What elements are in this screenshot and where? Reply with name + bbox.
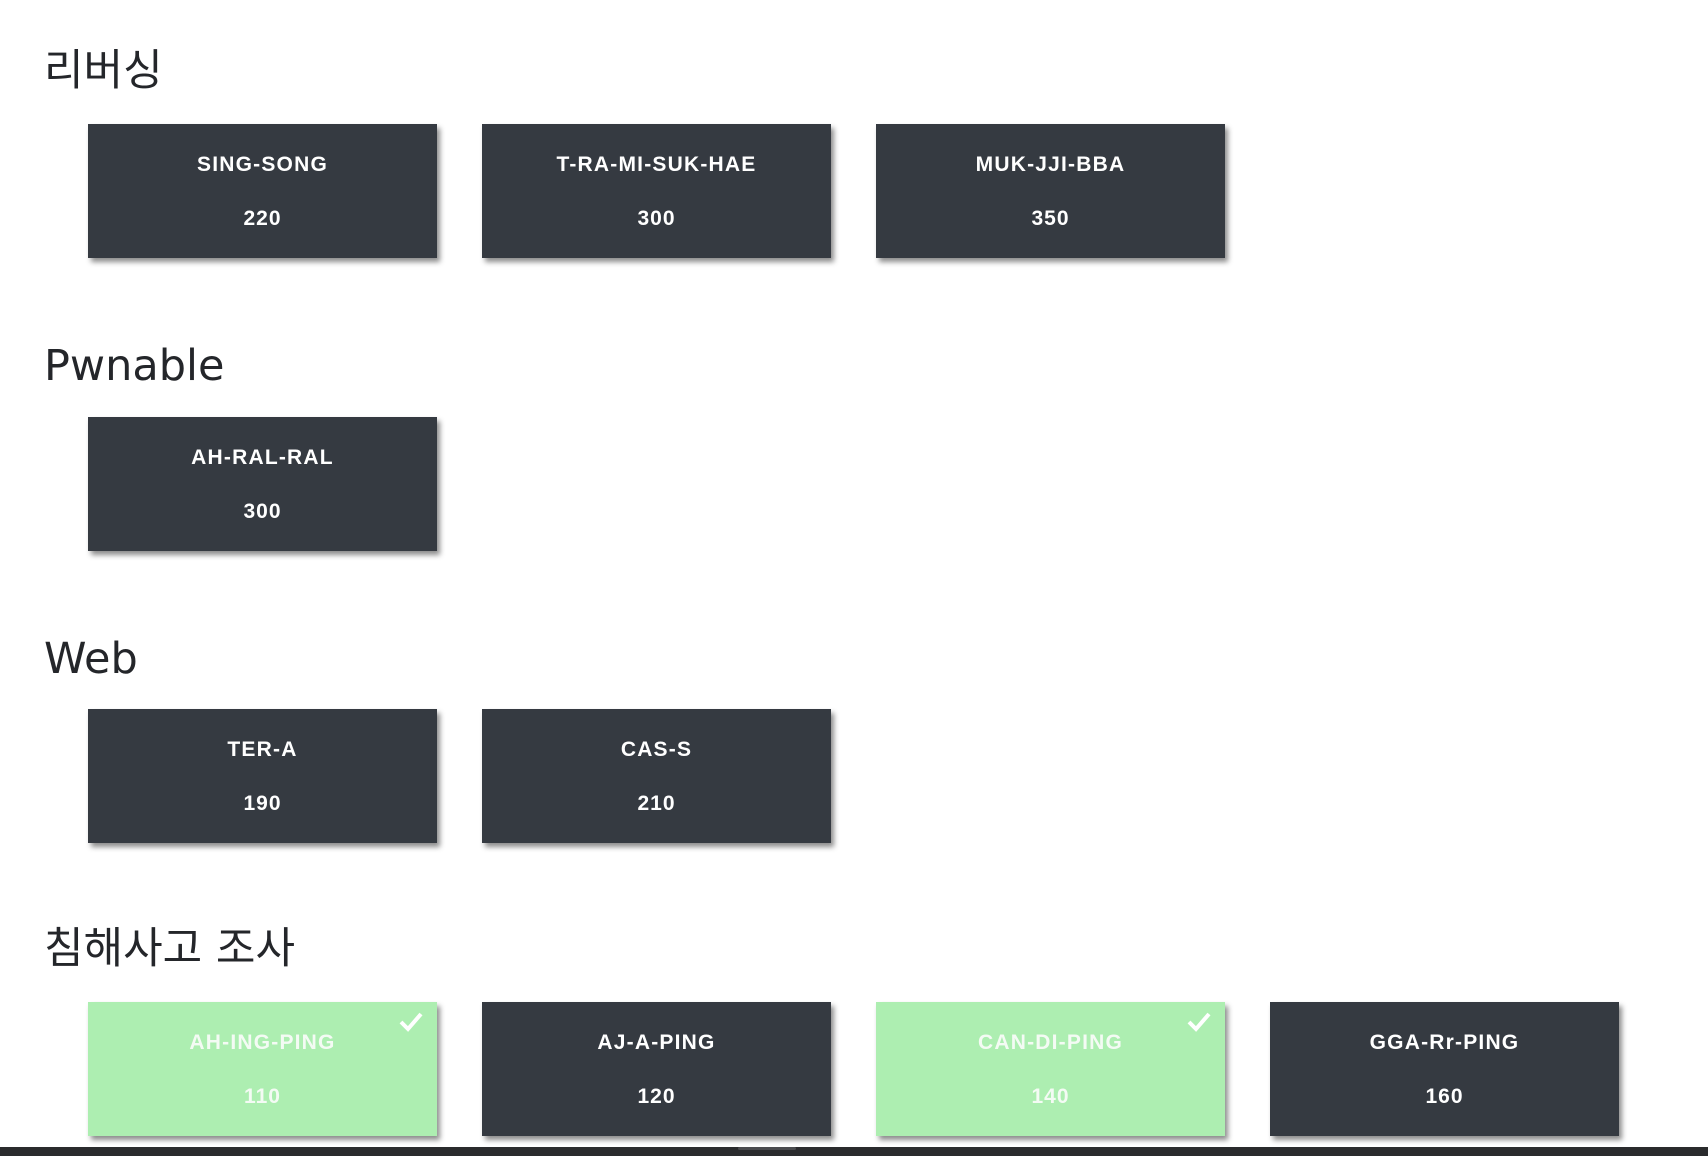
category-title: 리버싱 (44, 46, 163, 96)
challenge-card-t-ra-mi-suk-hae[interactable]: T-RA-MI-SUK-HAE 300 (482, 124, 831, 258)
bottom-bar (0, 1147, 1708, 1156)
challenge-name: CAN-DI-PING (977, 1031, 1124, 1054)
challenge-card-ah-ral-ral[interactable]: AH-RAL-RAL 300 (88, 417, 437, 551)
category-title: 침해사고 조사 (44, 924, 296, 974)
category-title: Web (44, 634, 138, 684)
challenge-value: 110 (244, 1085, 281, 1108)
challenge-value: 220 (243, 207, 282, 230)
challenge-name: CAS-S (620, 738, 693, 761)
check-icon (399, 1012, 423, 1032)
category-title: Pwnable (44, 341, 225, 391)
challenge-name: SING-SONG (197, 153, 328, 176)
challenge-name: T-RA-MI-SUK-HAE (556, 153, 757, 176)
bottom-bar-handle (738, 1147, 796, 1150)
challenge-value: 120 (637, 1085, 676, 1108)
challenge-name: AJ-A-PING (597, 1031, 716, 1054)
challenge-name: AH-ING-PING (189, 1031, 336, 1054)
challenge-value: 300 (637, 207, 676, 230)
challenge-value: 300 (243, 500, 282, 523)
challenge-value: 140 (1031, 1085, 1070, 1108)
challenge-card-ter-a[interactable]: TER-A 190 (88, 709, 437, 843)
challenge-card-can-di-ping[interactable]: CAN-DI-PING 140 (876, 1002, 1225, 1136)
challenge-card-aj-a-ping[interactable]: AJ-A-PING 120 (482, 1002, 831, 1136)
challenge-name: MUK-JJI-BBA (975, 153, 1126, 176)
challenge-card-muk-jji-bba[interactable]: MUK-JJI-BBA 350 (876, 124, 1225, 258)
challenge-value: 350 (1031, 207, 1070, 230)
challenge-card-ah-ing-ping[interactable]: AH-ING-PING 110 (88, 1002, 437, 1136)
challenge-card-gga-rr-ping[interactable]: GGA-Rr-PING 160 (1270, 1002, 1619, 1136)
challenge-value: 190 (243, 792, 282, 815)
challenge-value: 160 (1425, 1085, 1464, 1108)
challenge-name: TER-A (227, 738, 298, 761)
challenge-card-sing-song[interactable]: SING-SONG 220 (88, 124, 437, 258)
challenge-name: GGA-Rr-PING (1369, 1031, 1520, 1054)
challenge-card-cas-s[interactable]: CAS-S 210 (482, 709, 831, 843)
challenge-name: AH-RAL-RAL (191, 446, 334, 469)
challenge-value: 210 (637, 792, 676, 815)
check-icon (1187, 1012, 1211, 1032)
